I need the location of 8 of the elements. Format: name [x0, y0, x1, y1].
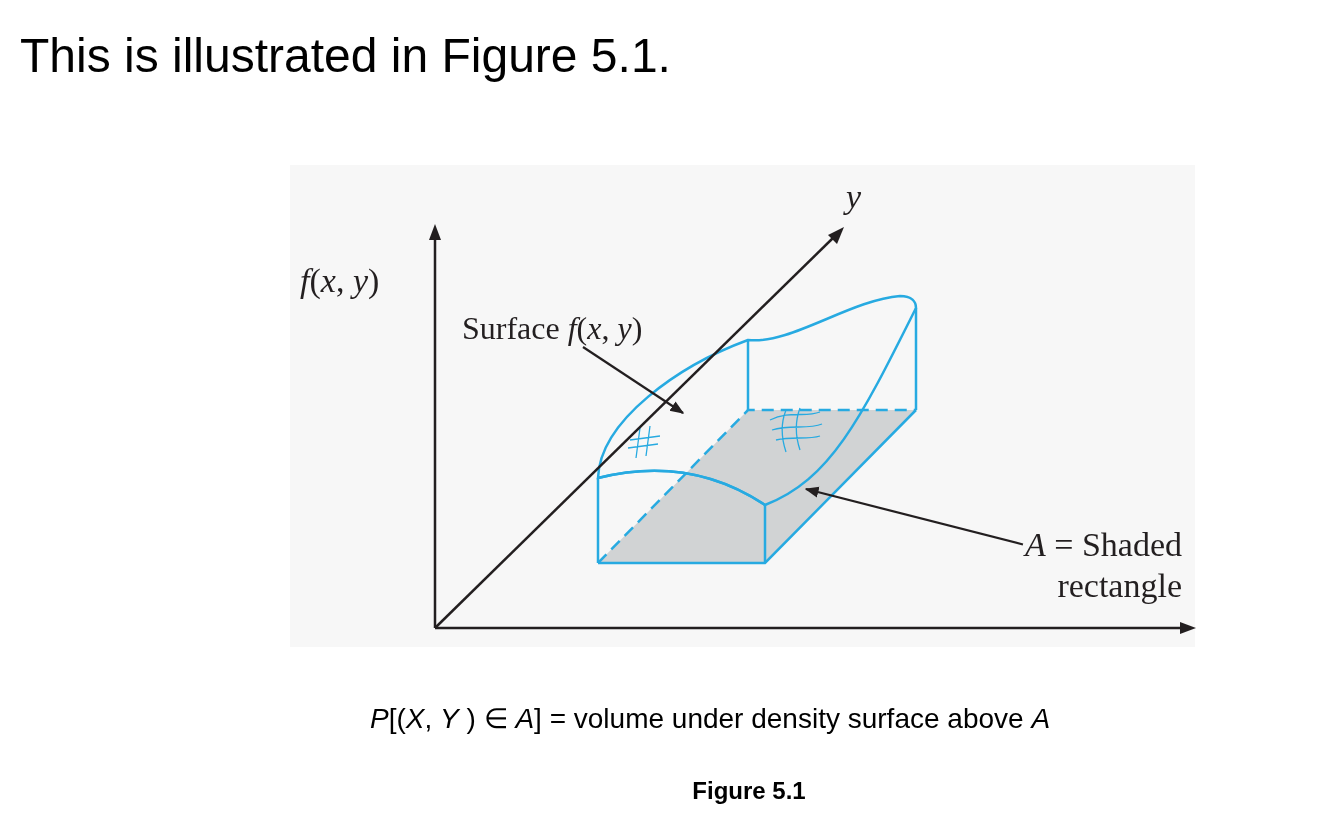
axis-label: f(x, y)	[300, 262, 380, 300]
heading: This is illustrated in Figure 5.1.	[20, 28, 671, 83]
figure-caption: Figure 5.1	[691, 777, 807, 805]
leader-line	[582, 346, 685, 414]
callout-label: A = Shaded rectangle	[938, 524, 1182, 606]
leader-line	[804, 486, 1024, 546]
formula-text: P[(X, Y ) ∈ A] = volume under density surface above A	[370, 702, 1051, 735]
callout-label: Surface f(x, y)	[462, 310, 643, 347]
